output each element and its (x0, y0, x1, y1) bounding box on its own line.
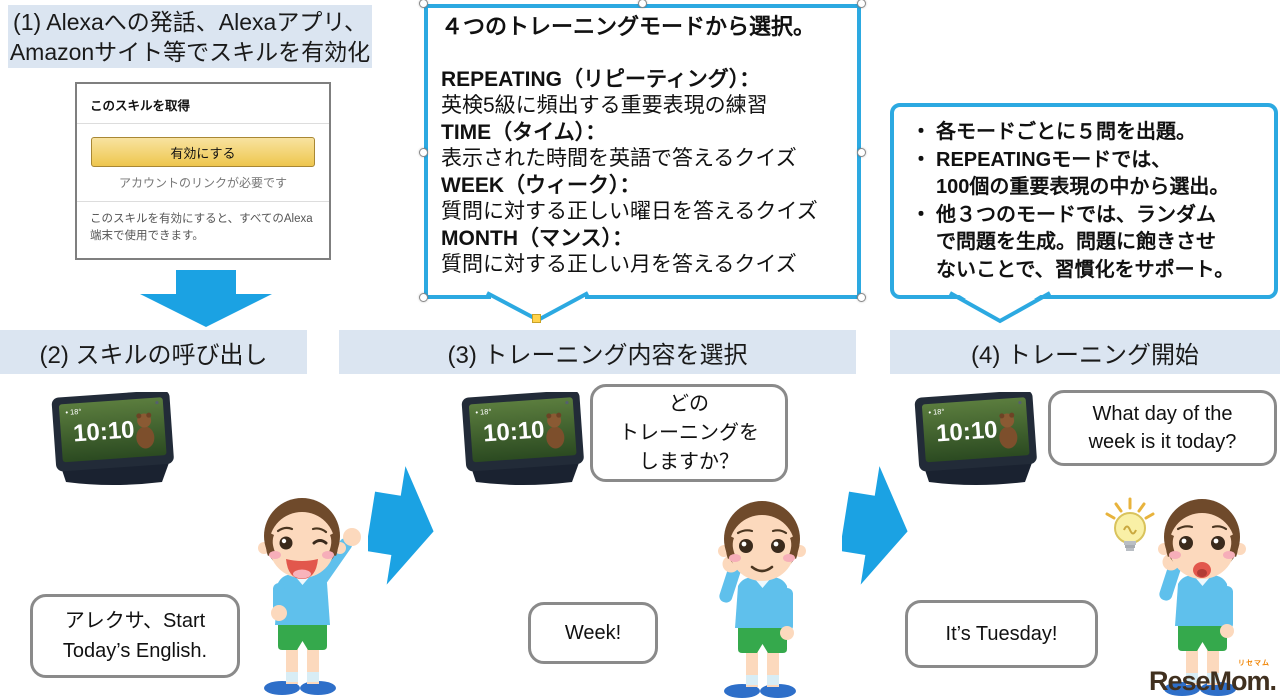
bullet-marker: ・ (911, 203, 931, 226)
lightbulb-icon (1105, 497, 1155, 551)
echo-show-device-2: 10:10 • 18° (461, 392, 584, 485)
resize-handle-sw[interactable] (419, 293, 428, 302)
mode-time-desc: 表示された時間を英語で答えるクイズ (441, 147, 797, 170)
info-bullet-1: 各モードごとに５問を出題。 (936, 121, 1196, 143)
resize-handle-nw[interactable] (419, 0, 428, 8)
alexa-select-bubble: どの トレーニングを しますか？ (590, 384, 788, 482)
device-clock: 10:10 (482, 416, 545, 447)
device-temp: • 18° (928, 407, 945, 417)
right-arrow-icon (368, 466, 434, 585)
question-info-callout: ・ 各モードごとに５問を出題。 ・ REPEATINGモードでは、 100個の重… (890, 103, 1278, 324)
mode-month-desc: 質問に対する正しい月を答えるクイズ (441, 253, 797, 276)
mode-week-name: WEEK（ウィーク）： (441, 173, 641, 197)
step3-banner: (3) トレーニング内容を選択 (339, 330, 856, 374)
device-clock: 10:10 (72, 416, 135, 447)
echo-show-device-3: 10:10 • 18° (914, 392, 1037, 485)
echo-show-device-1: 10:10 • 18° (51, 392, 174, 485)
bullet-marker: ・ (911, 121, 931, 143)
logo-text: リセマム ReseMom. (1148, 660, 1277, 696)
mode-repeating-desc: 英検5級に頻出する重要表現の練習 (441, 94, 768, 117)
account-link-note: アカウントのリンクが必要です (77, 174, 329, 202)
alexa-whatday-bubble: What day of the week is it today? (1048, 390, 1277, 466)
child-character-idea (1105, 497, 1246, 696)
step4-banner: (4) トレーニング開始 (890, 330, 1280, 374)
child-character-winking (258, 498, 361, 695)
mode-time-name: TIME（タイム）： (441, 120, 607, 144)
logo-ruby: リセマム (1238, 660, 1270, 667)
device-temp: • 18° (65, 407, 82, 417)
resize-handle-ne[interactable] (857, 0, 866, 8)
step1-banner: (1) Alexaへの発話、Alexaアプリ、 Amazonサイト等でスキルを有… (8, 5, 372, 68)
resemom-logo: リセマム ReseMom. (1148, 660, 1277, 697)
resize-handle-n[interactable] (638, 0, 647, 8)
modes-title: ４つのトレーニングモードから選択。 (441, 14, 816, 39)
mode-repeating-name: REPEATING（リピーティング）： (441, 67, 761, 91)
mode-month-name: MONTH（マンス）： (441, 226, 634, 250)
device-clock: 10:10 (935, 416, 998, 447)
bullet-marker: ・ (911, 148, 931, 171)
tail-adjust-handle[interactable] (532, 314, 541, 323)
resize-handle-e[interactable] (857, 148, 866, 157)
step2-banner: (2) スキルの呼び出し (0, 330, 307, 374)
skill-acquire-card: このスキルを取得 有効にする アカウントのリンクが必要です このスキルを有効にす… (75, 82, 331, 260)
resize-handle-se[interactable] (857, 293, 866, 302)
child-character-pointing (718, 501, 806, 698)
skill-card-title: このスキルを取得 (77, 84, 329, 124)
right-arrow-icon (842, 466, 908, 585)
skill-card-footer-note: このスキルを有効にすると、すべてのAlexa 端末で使用できます。 (90, 213, 313, 242)
training-modes-callout: ４つのトレーニングモードから選択。 REPEATING（リピーティング）： 英検… (419, 0, 866, 323)
enable-skill-button[interactable]: 有効にする (91, 137, 315, 167)
callout-tail (949, 291, 1051, 324)
info-bullet-3: 他３つのモードでは、ランダム で問題を生成。問題に飽きさせ ないことで、習慣化を… (936, 203, 1235, 281)
down-arrow-icon (140, 270, 272, 327)
kid-invoke-bubble: アレクサ、Start Today’s English. (30, 594, 240, 678)
info-bullet-2: REPEATINGモードでは、 100個の重要表現の中から選出。 (936, 148, 1230, 199)
mode-week-desc: 質問に対する正しい曜日を答えるクイズ (441, 200, 818, 223)
kid-week-bubble: Week! (528, 602, 658, 664)
resize-handle-w[interactable] (419, 148, 428, 157)
device-temp: • 18° (475, 407, 492, 417)
kid-tuesday-bubble: It’s Tuesday! (905, 600, 1098, 668)
